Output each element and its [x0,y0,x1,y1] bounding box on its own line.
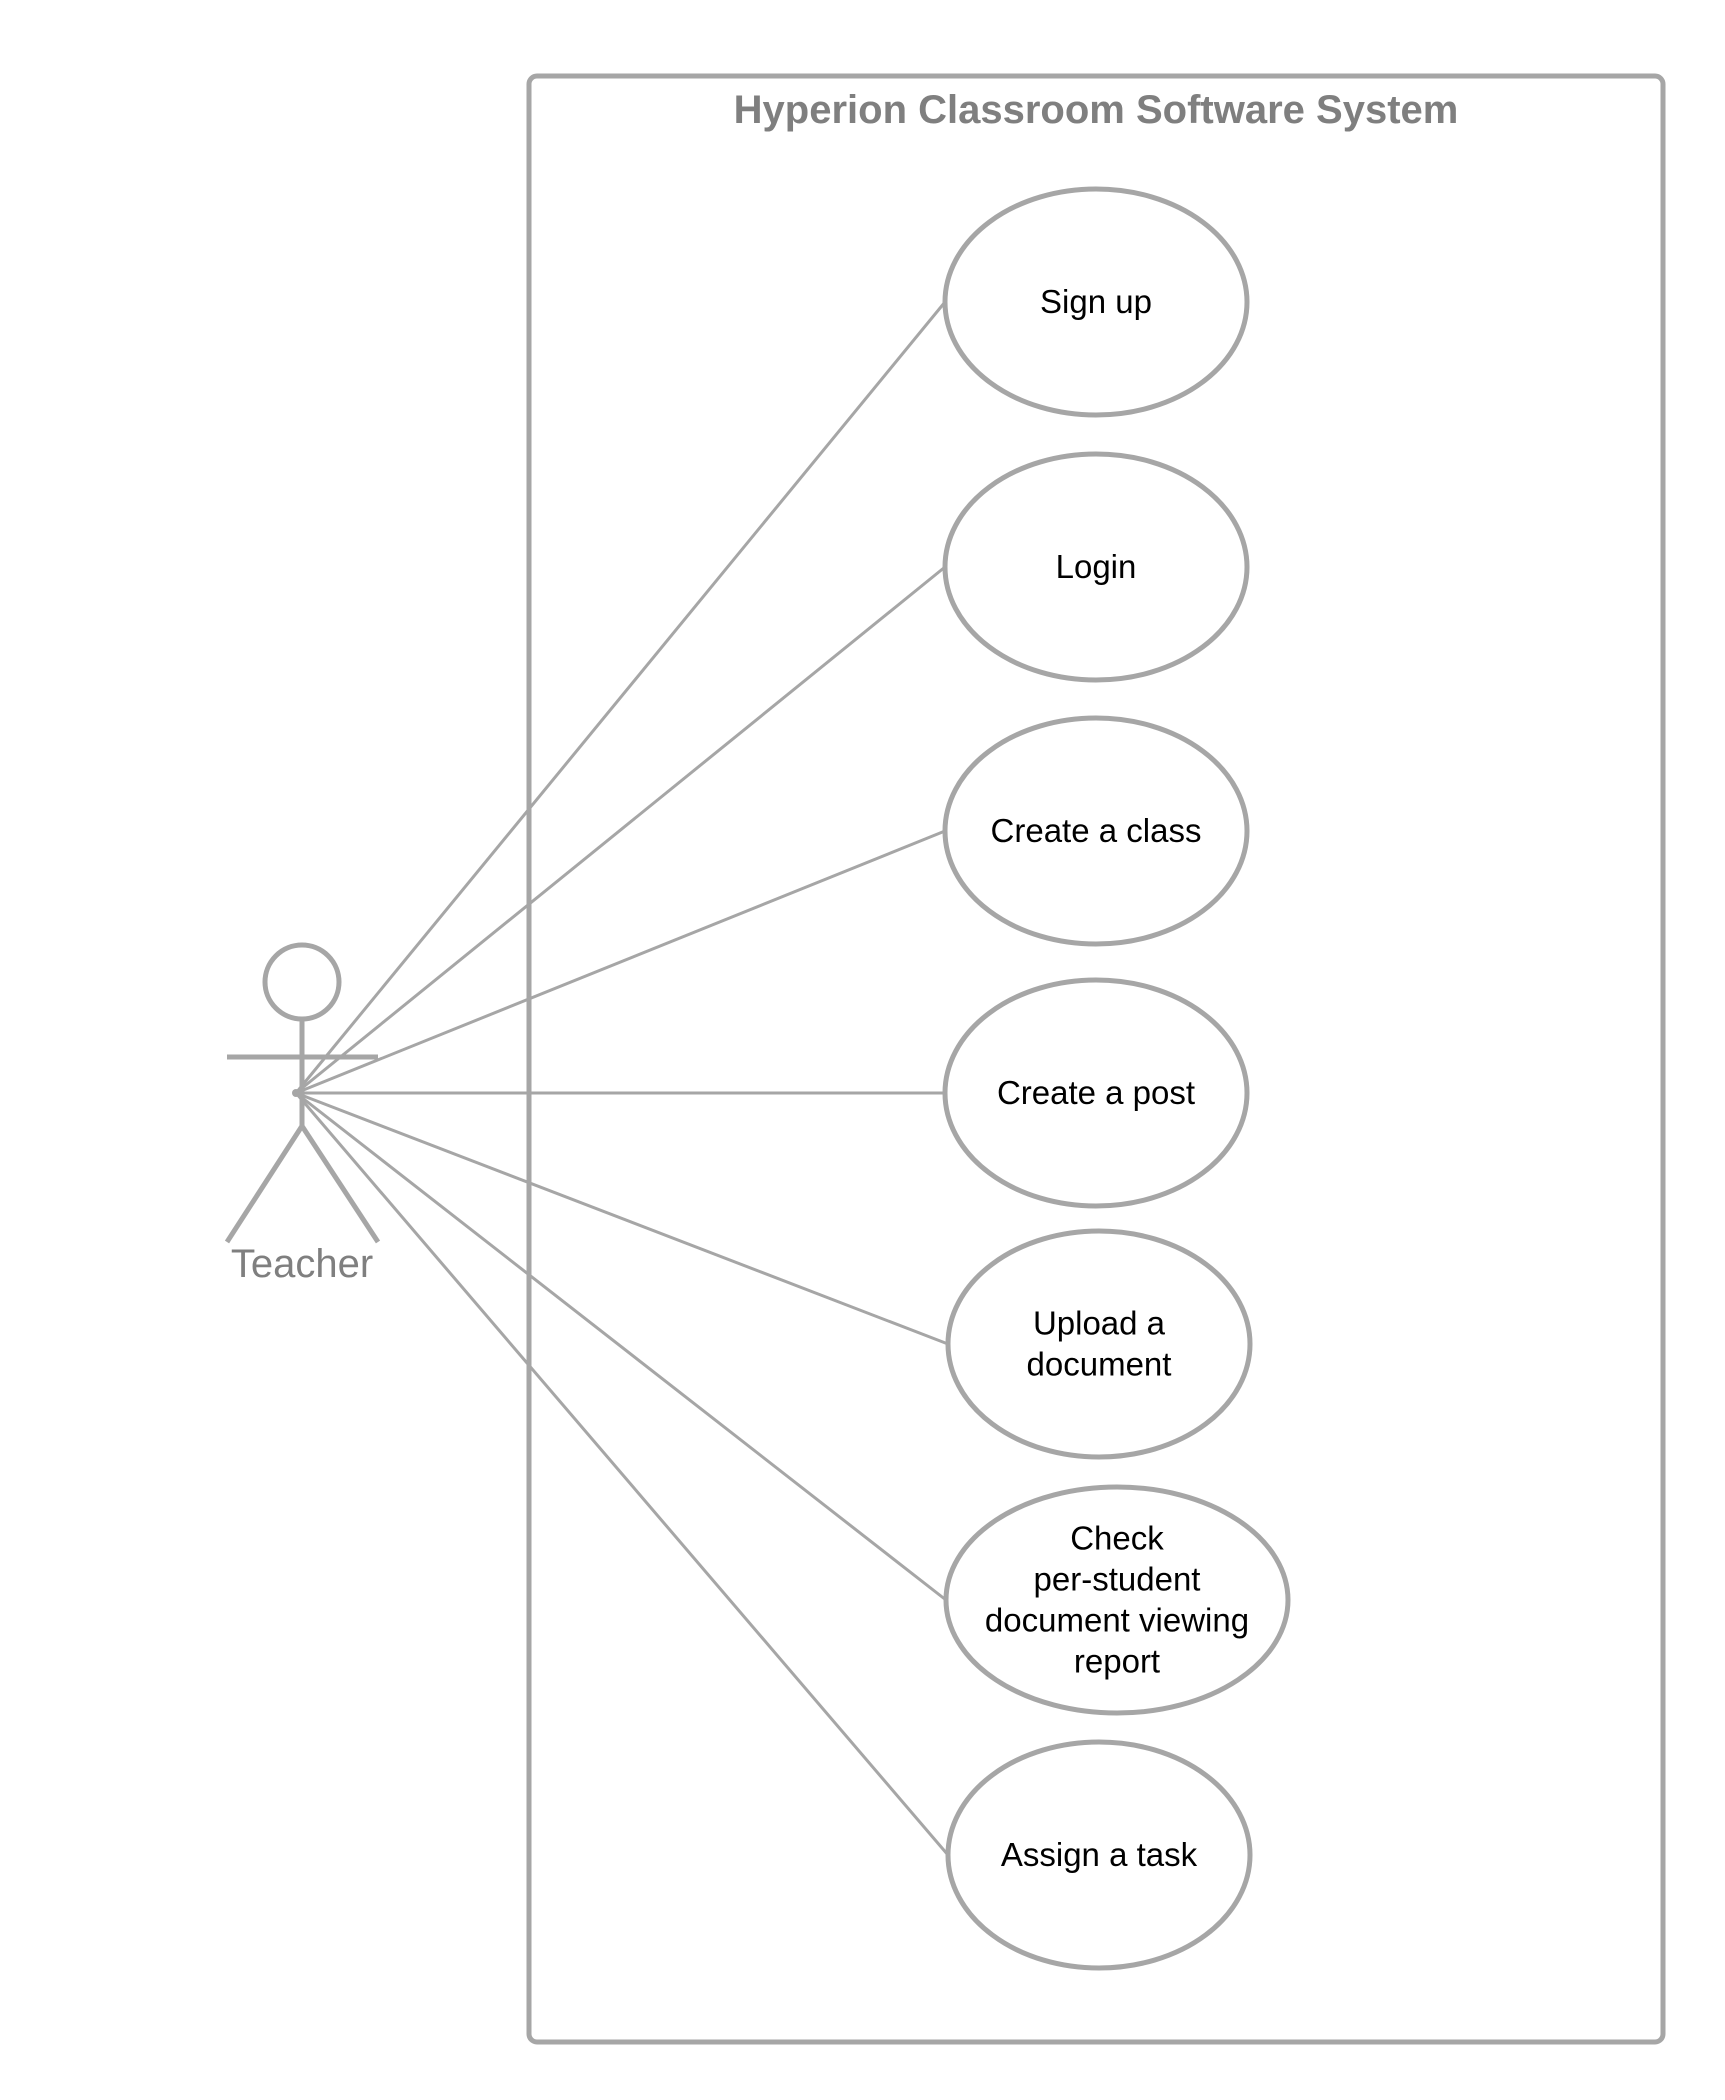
association-upload-document [295,1091,949,1346]
use-case-label: document [1027,1346,1172,1383]
use-case-ellipse [942,186,1250,418]
use-case-label: Assign a task [1001,1836,1198,1873]
use-case-ellipse [945,1228,1253,1460]
use-case-label: Create a post [997,1074,1195,1111]
use-case-label: per-student [1034,1561,1201,1598]
system-boundary [526,73,1666,2045]
use-case-login[interactable]: Login [942,451,1250,683]
use-case-ellipse [942,977,1250,1209]
use-case-ellipse [942,451,1250,683]
use-case-label: document viewing [985,1602,1249,1639]
use-case-ellipse [945,1739,1253,1971]
use-case-label: Login [1056,548,1137,585]
use-case-create-class[interactable]: Create a class [942,715,1250,947]
use-case-label: Create a class [991,812,1202,849]
actor-left-leg [224,1124,305,1244]
association-check-report [295,1091,947,1602]
associations [294,301,950,1856]
association-assign-task [294,1092,950,1856]
use-case-assign-task[interactable]: Assign a task [945,1739,1253,1971]
actor-junction [292,1089,300,1097]
use-case-label: Upload a [1033,1305,1166,1342]
use-case-label: Sign up [1040,283,1152,320]
use-case-ellipse [942,715,1250,947]
association-create-class [295,829,946,1095]
system-title: Hyperion Classroom Software System [734,88,1459,132]
use-case-label: report [1074,1643,1160,1680]
actor-right-leg [299,1124,381,1244]
association-sign-up [294,301,947,1094]
actor-teacher[interactable]: Teacher [224,942,381,1286]
use-case-check-report[interactable]: Check per-student document viewing report [943,1484,1291,1716]
use-case-sign-up[interactable]: Sign up [942,186,1250,418]
association-login [295,565,946,1095]
use-case-upload-document[interactable]: Upload a document [945,1228,1253,1460]
use-case-label: Check [1070,1520,1164,1557]
use-case-ellipse [943,1484,1291,1716]
actor-head [262,942,342,1022]
use-case-create-post[interactable]: Create a post [942,977,1250,1209]
actor-label: Teacher [231,1242,373,1286]
